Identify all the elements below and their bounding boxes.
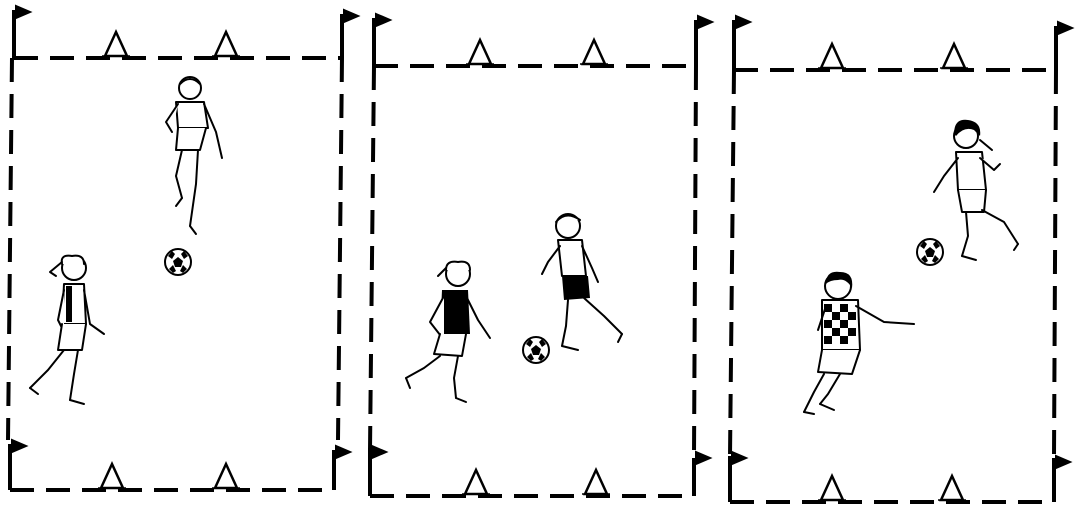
grid-2-ball <box>523 337 549 363</box>
grid-3-cone-bottom-2 <box>938 476 966 500</box>
grid-3-player-boy <box>804 272 914 414</box>
grid-3-boundary <box>730 20 1056 502</box>
grid-1-cone-top-1 <box>102 32 130 56</box>
grid-1-ball <box>165 249 191 275</box>
grid-2-corner-flag-bottom-left <box>372 446 386 458</box>
grid-1-corner-flag-bottom-left <box>12 440 26 452</box>
grid-1-player-boy <box>166 77 222 234</box>
grid-2-corner-flag-top-left <box>376 14 390 26</box>
grid-1-player-girl <box>30 256 104 404</box>
grid-2-boundary <box>370 18 696 496</box>
grid-1-cone-bottom-1 <box>98 464 126 488</box>
grid-2-cone-top-2 <box>580 40 608 64</box>
grid-2-player-boy <box>542 214 622 350</box>
grid-3-corner-flag-top-right <box>1058 22 1072 34</box>
grid-2-cone-bottom-1 <box>462 470 490 494</box>
grid-3-ball <box>917 239 943 265</box>
grid-1-cone-bottom-2 <box>212 464 240 488</box>
grid-1 <box>8 6 358 490</box>
grid-3-corner-flag-top-left <box>736 16 750 28</box>
grid-3 <box>730 16 1072 502</box>
grid-1-corner-flag-top-right <box>344 10 358 22</box>
grid-3-player-girl <box>934 120 1018 260</box>
grid-2-corner-flag-bottom-right <box>696 452 710 464</box>
grid-3-cone-top-2 <box>940 44 968 68</box>
grid-2-corner-flag-top-right <box>698 16 712 28</box>
grid-3-cone-top-1 <box>818 44 846 68</box>
grid-3-cone-bottom-1 <box>818 476 846 500</box>
grid-3-corner-flag-bottom-left <box>732 452 746 464</box>
grid-2 <box>370 14 712 496</box>
grid-2-cone-bottom-2 <box>582 470 610 494</box>
grid-2-player-girl <box>406 262 490 402</box>
grid-1-corner-flag-top-left <box>16 6 30 18</box>
grid-3-corner-flag-bottom-right <box>1056 456 1070 468</box>
grid-2-cone-top-1 <box>466 40 494 64</box>
grid-1-cone-top-2 <box>212 32 240 56</box>
grid-1-corner-flag-bottom-right <box>336 446 350 458</box>
